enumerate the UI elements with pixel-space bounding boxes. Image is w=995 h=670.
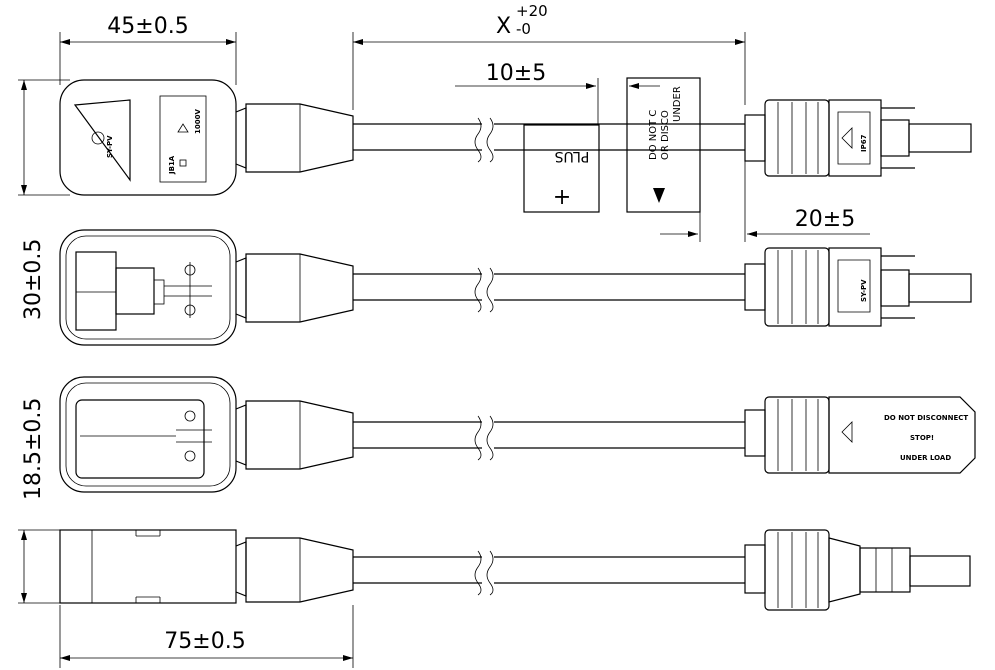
dimension-length-x: X +20 -0 (352, 2, 746, 110)
double-insulation-icon (179, 159, 187, 167)
dimension-height-1-label: 30±0.5 (21, 239, 46, 320)
warning-triangle-icon (177, 123, 189, 133)
connector-warning-line-1: DO NOT DISCONNECT (884, 414, 968, 422)
warning-line-3: UNDER (672, 86, 683, 122)
pv-connector-side (744, 529, 971, 611)
rating-plate (159, 95, 207, 183)
dimension-height-1: 30±0.5 (18, 79, 70, 320)
junction-box-housing (59, 229, 237, 346)
brand-mark: SY-PV (106, 135, 114, 158)
dimension-width-top-label: 45±0.5 (107, 14, 188, 39)
strain-relief-boot (245, 103, 354, 173)
ip-code-mark: IP67 (860, 134, 868, 152)
strain-relief-boot (245, 400, 354, 470)
connector-warning-line-2: STOP! (910, 434, 934, 442)
internal-conductor (164, 285, 212, 297)
dimension-label-offset-text: 10±5 (486, 61, 546, 86)
dimension-width-bottom-label: 75±0.5 (164, 629, 245, 654)
warning-line-1: DO NOT C (648, 110, 659, 160)
junction-box-housing (59, 79, 237, 196)
view-top-labeled: SY-PV JB1A 1000V PLUS + DO NOT C OR DISC… (59, 77, 972, 213)
dimension-length-x-minus: -0 (516, 20, 531, 38)
strain-relief-boot (245, 253, 354, 323)
plus-label-tag (523, 124, 600, 213)
cable-break-right (486, 117, 494, 163)
brand-hex-icon (91, 131, 105, 145)
view-inside-upper: SY-PV (59, 229, 972, 346)
dimension-height-2: 18.5±0.5 (18, 398, 70, 604)
model-mark: JB1A (168, 155, 176, 175)
plus-label-text: PLUS (555, 148, 590, 164)
dimension-height-2-label: 18.5±0.5 (21, 398, 46, 500)
view-inside-lower: DO NOT DISCONNECT STOP! UNDER LOAD (59, 376, 976, 493)
dimension-label-offset: 10±5 (455, 61, 660, 125)
junction-box-housing (59, 376, 237, 493)
view-side (59, 529, 971, 611)
connector-warning-line-3: UNDER LOAD (900, 454, 951, 462)
warning-triangle-icon (841, 421, 853, 443)
strain-relief-boot (245, 537, 354, 603)
bypass-diode (115, 267, 155, 315)
strain-relief-neck (235, 107, 247, 169)
terminal-busbar (75, 399, 205, 479)
warning-arrow-icon (653, 188, 665, 203)
warning-line-2: OR DISCO (660, 110, 671, 160)
dimension-width-bottom: 75±0.5 (59, 605, 354, 668)
dimension-length-x-label: X (496, 14, 511, 39)
dimension-connector-offset-text: 20±5 (795, 207, 855, 232)
plus-sign: + (553, 184, 571, 209)
terminal-block (75, 251, 117, 331)
pv-connector-male-middle: SY-PV (744, 247, 972, 327)
brand-mark: SY-PV (860, 279, 868, 302)
warning-triangle-icon (841, 127, 853, 149)
pv-connector-female: DO NOT DISCONNECT STOP! UNDER LOAD (744, 396, 976, 474)
pv-connector-male-top: IP67 (744, 99, 972, 177)
junction-box-side (59, 529, 237, 604)
rating-mark: 1000V (194, 109, 202, 134)
warning-label-tag (626, 77, 701, 213)
dimension-length-x-plus: +20 (516, 2, 548, 20)
cable-break-left (474, 117, 482, 163)
dimension-width-top: 45±0.5 (59, 14, 237, 85)
brand-triangle-icon (73, 99, 131, 182)
